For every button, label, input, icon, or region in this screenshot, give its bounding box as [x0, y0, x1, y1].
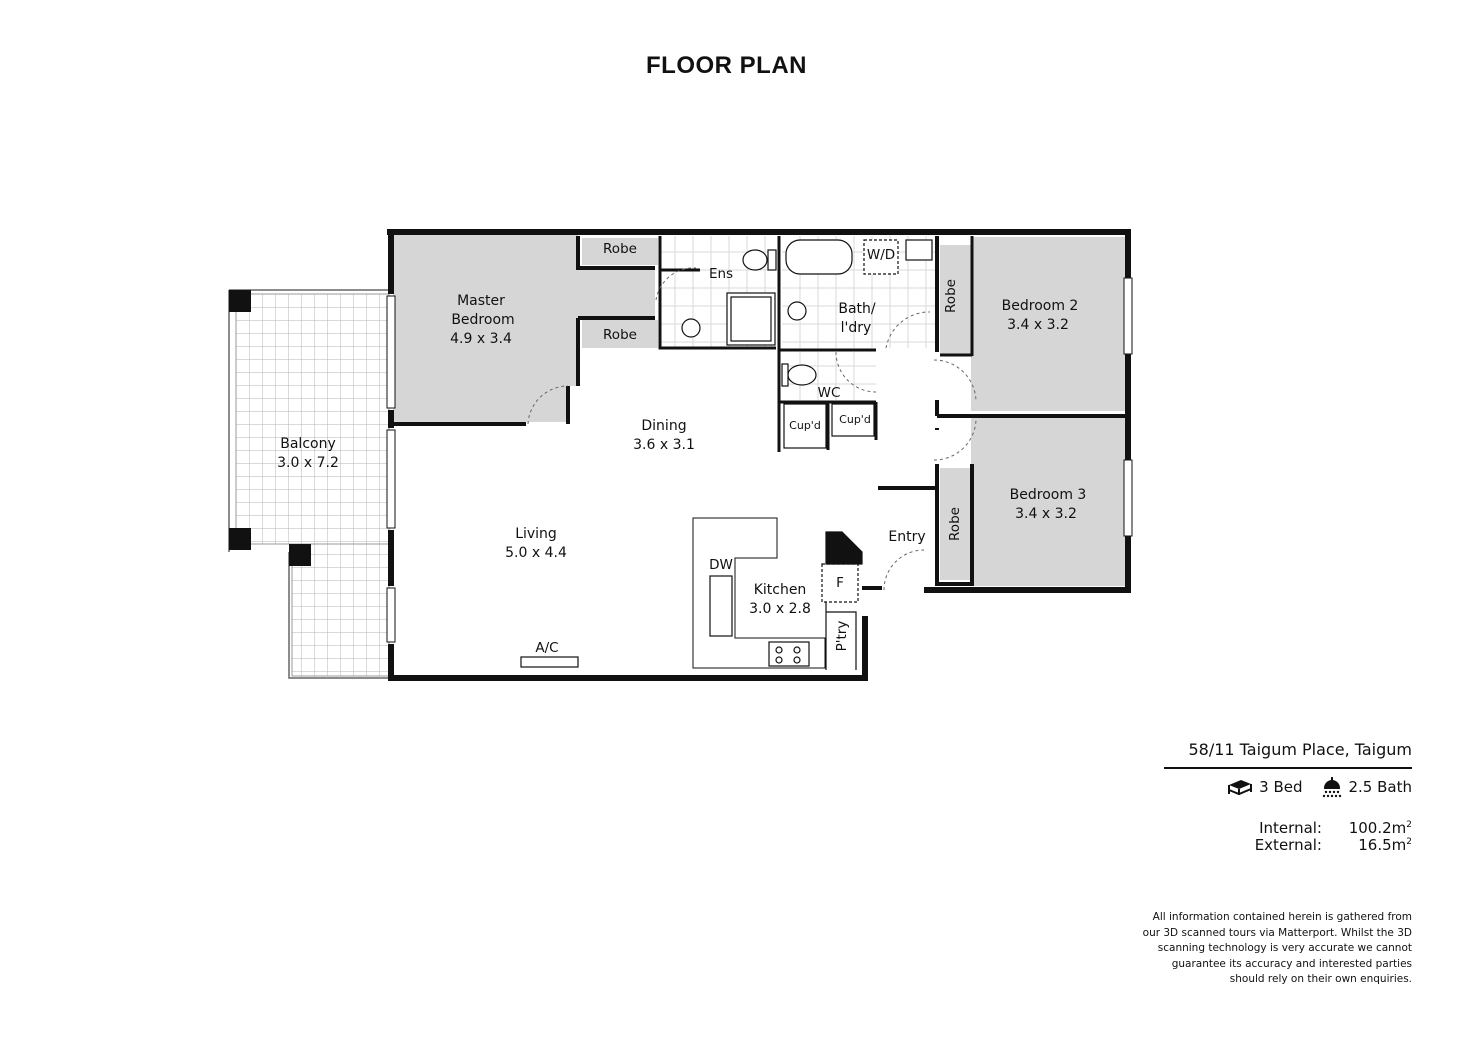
- bedroom3-label: Bedroom 3: [1010, 487, 1087, 503]
- balcony-post: [229, 290, 251, 312]
- external-area-label: External:: [1254, 836, 1322, 854]
- cupboard: [831, 403, 875, 437]
- living-size: 5.0 x 4.4: [505, 545, 567, 561]
- robe-label: Robe: [943, 279, 959, 313]
- bedroom2-size: 3.4 x 3.2: [1007, 317, 1069, 333]
- washer-dryer-label: W/D: [867, 247, 895, 263]
- windows: [386, 277, 1133, 643]
- room-labels: Master Bedroom 4.9 x 3.4 Robe Robe Ens W…: [277, 241, 1086, 656]
- robe-label: Robe: [947, 507, 963, 541]
- shower-icon: [1321, 776, 1343, 798]
- fridge: [821, 563, 859, 603]
- bed-icon: [1227, 777, 1253, 797]
- master-bedroom-label: Master: [457, 293, 505, 309]
- entry-label: Entry: [888, 529, 925, 545]
- living-label: Living: [515, 526, 557, 542]
- bedroom3-size: 3.4 x 3.2: [1015, 506, 1077, 522]
- bath-label: l'dry: [841, 320, 872, 336]
- external-area-value: 16.5m: [1358, 836, 1407, 854]
- cupboard-label: Cup'd: [839, 413, 871, 426]
- doors: [527, 267, 977, 591]
- balcony-label: Balcony: [280, 436, 336, 452]
- balcony-size: 3.0 x 7.2: [277, 455, 339, 471]
- fixtures: [520, 239, 933, 670]
- basin-icon: [787, 301, 807, 321]
- page-title: FLOOR PLAN: [646, 52, 807, 79]
- beds-count: 3 Bed: [1259, 778, 1303, 796]
- bath-label: Bath/: [838, 301, 876, 317]
- bathtub-icon: [785, 239, 853, 275]
- kitchen-label: Kitchen: [754, 582, 807, 598]
- basin-icon: [681, 318, 701, 338]
- master-bedroom-size: 4.9 x 3.4: [450, 331, 512, 347]
- cupboard-label: Cup'd: [789, 419, 821, 432]
- pantry-label: P'try: [834, 621, 850, 652]
- robe-label: Robe: [603, 327, 637, 343]
- ensuite-label: Ens: [709, 266, 733, 282]
- cupboard: [783, 403, 827, 449]
- fridge-label: F: [836, 575, 844, 591]
- balcony-post: [289, 544, 311, 566]
- wc-label: WC: [818, 385, 841, 401]
- internal-area: Internal: 100.2m2: [1252, 819, 1412, 837]
- internal-area-value: 100.2m: [1348, 819, 1407, 837]
- pantry-corner: [825, 531, 863, 565]
- robe-label: Robe: [603, 241, 637, 257]
- washer-dryer: [863, 239, 899, 275]
- bed-bath-summary: 3 Bed 2.5 Bath: [1164, 776, 1412, 798]
- disclaimer: All information contained herein is gath…: [1142, 911, 1412, 985]
- internal-area-label: Internal:: [1259, 819, 1322, 837]
- ac-label: A/C: [535, 640, 558, 656]
- dining-label: Dining: [641, 418, 686, 434]
- cooktop-icon: [768, 641, 810, 667]
- walls: [387, 229, 1131, 681]
- balcony-post: [229, 528, 251, 550]
- balcony: [228, 289, 390, 679]
- master-bedroom-label: Bedroom: [451, 312, 514, 328]
- toilet-icon: [787, 364, 817, 386]
- sink-icon: [709, 575, 733, 637]
- external-area: External: 16.5m2: [1252, 836, 1412, 854]
- dining-size: 3.6 x 3.1: [633, 437, 695, 453]
- room-fills: [393, 234, 1126, 586]
- kitchen-size: 3.0 x 2.8: [749, 601, 811, 617]
- toilet-icon: [742, 249, 768, 271]
- baths-count: 2.5 Bath: [1348, 778, 1413, 796]
- laundry-tub: [905, 239, 933, 261]
- dishwasher-label: DW: [709, 557, 733, 573]
- bedroom2-label: Bedroom 2: [1002, 298, 1079, 314]
- property-address: 58/11 Taigum Place, Taigum: [1164, 740, 1412, 769]
- air-conditioner: [520, 656, 579, 668]
